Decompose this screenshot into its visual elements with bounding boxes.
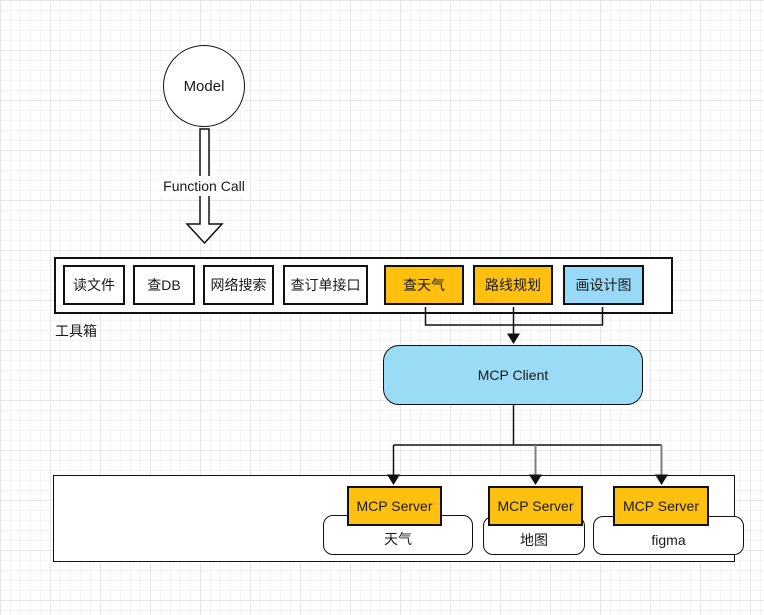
tool-draw-design: 画设计图: [563, 265, 644, 305]
tool-label: 查订单接口: [290, 277, 361, 293]
service-label: figma: [651, 531, 686, 548]
client-arrowhead: [507, 333, 520, 344]
mcp-server-node-weather: MCP Server: [347, 486, 442, 526]
tool-route-planning: 路线规划: [473, 265, 553, 305]
model-node-label: Model: [183, 77, 225, 95]
toolbox-label: 工具箱: [55, 323, 97, 339]
model-node: Model: [163, 45, 245, 127]
tool-label: 查天气: [403, 277, 445, 293]
mcp-client-label: MCP Client: [477, 367, 549, 383]
mcp-server-label: MCP Server: [623, 498, 699, 514]
tool-order-api: 查订单接口: [283, 265, 368, 305]
tool-label: 网络搜索: [210, 277, 267, 293]
mcp-server-node-map: MCP Server: [488, 486, 583, 526]
tool-query-db: 查DB: [133, 265, 195, 305]
tool-weather: 查天气: [384, 265, 464, 305]
mcp-server-label: MCP Server: [497, 498, 574, 514]
mcp-server-node-figma: MCP Server: [613, 486, 709, 526]
function-call-label: Function Call: [158, 176, 250, 196]
tool-web-search: 网络搜索: [203, 265, 274, 305]
tool-read-file: 读文件: [63, 265, 125, 305]
tool-label: 路线规划: [485, 277, 541, 293]
service-label: 天气: [384, 531, 412, 547]
mcp-server-label: MCP Server: [356, 498, 433, 514]
tool-label: 读文件: [73, 277, 115, 293]
service-label: 地图: [520, 531, 548, 548]
tool-label: 画设计图: [575, 277, 632, 293]
mcp-client-node: MCP Client: [383, 345, 643, 405]
tool-label: 查DB: [147, 277, 181, 293]
